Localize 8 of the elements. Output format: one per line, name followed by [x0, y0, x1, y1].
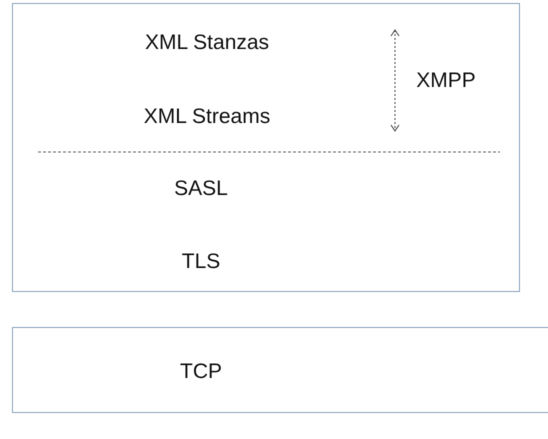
layer-label: TLS	[182, 250, 220, 274]
layer-box	[12, 3, 520, 292]
layer-label: SASL	[174, 177, 228, 201]
layer-label: XML Streams	[144, 105, 270, 129]
layer-label: TCP	[180, 360, 222, 384]
layer-label: XML Stanzas	[144, 31, 270, 55]
protocol-label: XMPP	[416, 69, 476, 93]
layer-box	[12, 327, 548, 413]
